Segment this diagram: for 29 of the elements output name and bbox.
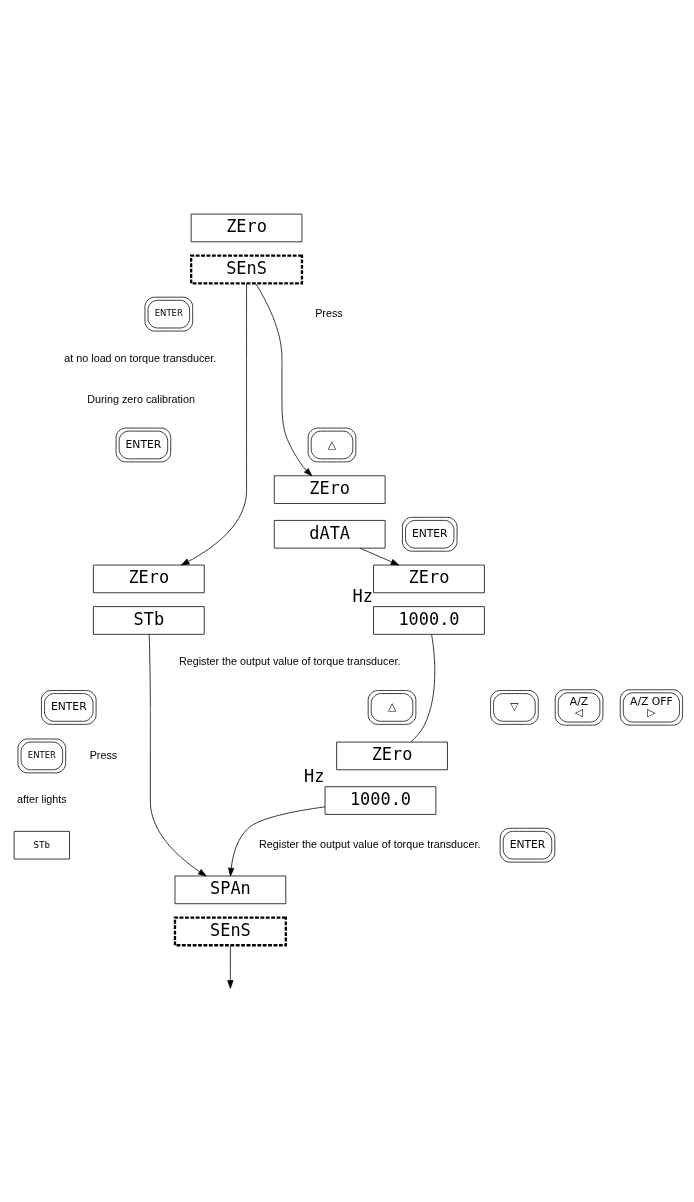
label: Press <box>315 306 343 319</box>
arrow <box>228 805 326 876</box>
node-box: SEnS <box>173 915 287 946</box>
label: Register the output value of torque transducer. <box>178 654 401 667</box>
node-box: ZEro <box>93 564 205 593</box>
arrow <box>255 282 313 476</box>
label: During zero calibration <box>87 392 195 405</box>
node-box: 1000.0 <box>324 785 437 815</box>
connector <box>410 633 436 742</box>
node-box: ZEro <box>190 213 303 242</box>
label: at no load on torque transducer. <box>64 351 217 364</box>
node-box: ZEro <box>373 564 485 593</box>
arrow <box>227 944 234 989</box>
node-box: ZEro <box>273 474 386 504</box>
arrow <box>148 633 207 876</box>
node-box: ZEro <box>336 741 448 770</box>
label: Register the output value of torque transducer. <box>258 837 481 850</box>
label: Press <box>89 748 118 761</box>
node-box: STb <box>93 605 205 635</box>
label: after lights <box>16 792 67 805</box>
node-box: 1000.0 <box>373 605 485 635</box>
node-label: Hz <box>352 585 373 606</box>
arrow <box>180 282 247 565</box>
node-box: dATA <box>273 519 386 548</box>
node-box: SPAn <box>174 875 287 904</box>
arrow <box>359 547 400 565</box>
node-box: STb <box>13 830 70 859</box>
node-box: SEnS <box>190 254 304 284</box>
node-label: Hz <box>304 765 325 786</box>
